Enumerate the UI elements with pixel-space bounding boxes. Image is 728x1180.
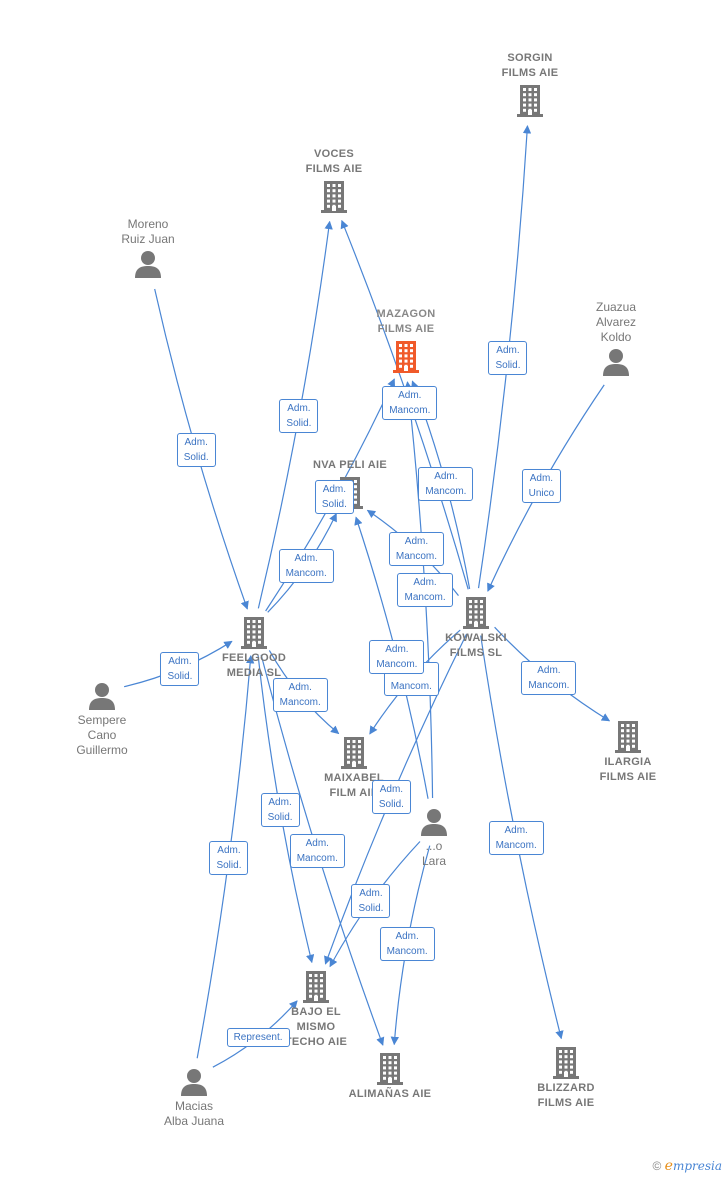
- brand-name: mpresia: [672, 1159, 722, 1173]
- node-alimanas[interactable]: ALIMAÑAS AIE: [330, 1049, 450, 1102]
- node-mazagon[interactable]: MAZAGON FILMS AIE: [346, 307, 466, 375]
- node-label: NVA PELI AIE: [312, 459, 388, 471]
- edge-label[interactable]: Adm. Solid.: [209, 840, 249, 875]
- node-label: Zuazua Alvarez Koldo: [595, 300, 637, 344]
- node-label: MAZAGON FILMS AIE: [376, 308, 436, 335]
- edge-label[interactable]: Adm. Mancom.: [382, 386, 438, 421]
- person-icon: [181, 1069, 207, 1096]
- node-label: ALIMAÑAS AIE: [348, 1088, 432, 1100]
- node-label: MAIXABEL FILM AIE: [324, 772, 384, 799]
- edge-label[interactable]: Adm. Mancom.: [278, 548, 334, 583]
- building-icon: [463, 597, 489, 629]
- node-sorgin[interactable]: SORGIN FILMS AIE: [470, 51, 590, 119]
- edge-label[interactable]: Adm. Mancom.: [388, 532, 445, 567]
- node-macias[interactable]: Macias Alba Juana: [134, 1065, 254, 1129]
- node-label: VOCES FILMS AIE: [305, 148, 363, 175]
- node-label: BAJO EL MISMO TECHO AIE: [284, 1006, 348, 1048]
- copyright-symbol: ©: [652, 1159, 662, 1173]
- node-label: Sempere Cano Guillermo: [76, 713, 128, 757]
- node-label: BLIZZARD FILMS AIE: [537, 1082, 595, 1109]
- edge-label[interactable]: Adm. Solid.: [260, 792, 300, 827]
- node-zuazua[interactable]: Zuazua Alvarez Koldo: [556, 300, 676, 379]
- building-icon: [615, 721, 641, 753]
- person-icon: [603, 349, 629, 376]
- building-icon: [303, 971, 329, 1003]
- edge-label[interactable]: Adm. Solid.: [351, 884, 391, 919]
- node-kowalski[interactable]: KOWALSKI FILMS SL: [416, 593, 536, 661]
- building-icon: [377, 1053, 403, 1085]
- edge-label[interactable]: Adm. Mancom.: [521, 660, 577, 695]
- edge-label[interactable]: Adm. Mancom.: [397, 572, 453, 607]
- node-sempere[interactable]: Sempere Cano Guillermo: [42, 679, 162, 758]
- node-moreno[interactable]: Moreno Ruiz Juan: [88, 217, 208, 281]
- node-label: KOWALSKI FILMS SL: [445, 632, 507, 659]
- node-label: FEELGOOD MEDIA SL: [221, 652, 287, 679]
- edge-label[interactable]: Adm. Mancom.: [488, 820, 544, 855]
- node-bajo[interactable]: BAJO EL MISMO TECHO AIE: [256, 967, 376, 1050]
- edge-label[interactable]: Adm. Mancom.: [379, 927, 435, 962]
- edge-label[interactable]: Adm. Solid.: [314, 480, 354, 515]
- brand-logo: © empresia: [652, 1158, 722, 1174]
- edge-label[interactable]: Adm. Mancom.: [289, 834, 345, 869]
- node-ilargia[interactable]: ILARGIA FILMS AIE: [568, 717, 688, 785]
- node-label: ...o Lara: [421, 839, 447, 868]
- node-feelgood[interactable]: FEELGOOD MEDIA SL: [194, 613, 314, 681]
- edge-label[interactable]: Adm. Mancom.: [272, 678, 328, 713]
- building-icon: [393, 341, 419, 373]
- edge-label[interactable]: Adm. Mancom.: [369, 639, 425, 674]
- node-label: Macias Alba Juana: [163, 1099, 225, 1128]
- edge-label[interactable]: Adm. Mancom.: [418, 466, 474, 501]
- node-voces[interactable]: VOCES FILMS AIE: [274, 147, 394, 215]
- person-icon: [135, 251, 161, 278]
- node-nvapeli[interactable]: NVA PELI AIE: [290, 458, 410, 511]
- edge-label[interactable]: Adm. Unico: [521, 468, 562, 503]
- edge-label[interactable]: Represent.: [226, 1028, 290, 1048]
- node-label: Moreno Ruiz Juan: [121, 217, 175, 246]
- edge-label[interactable]: Adm. Solid.: [176, 433, 216, 468]
- person-icon: [89, 683, 115, 710]
- node-label: SORGIN FILMS AIE: [501, 52, 559, 79]
- person-icon: [421, 809, 447, 836]
- building-icon: [553, 1047, 579, 1079]
- building-icon: [517, 85, 543, 117]
- node-label: ILARGIA FILMS AIE: [599, 756, 657, 783]
- node-maixabel[interactable]: MAIXABEL FILM AIE: [294, 733, 414, 801]
- building-icon: [241, 617, 267, 649]
- building-icon: [341, 737, 367, 769]
- node-lara[interactable]: ...o Lara: [374, 805, 494, 869]
- edge-label[interactable]: Adm. Solid.: [279, 398, 319, 433]
- brand-first-letter: e: [664, 1158, 673, 1174]
- edge-label[interactable]: Adm. Solid.: [160, 651, 200, 686]
- building-icon: [321, 181, 347, 213]
- node-blizzard[interactable]: BLIZZARD FILMS AIE: [506, 1043, 626, 1111]
- edge-label[interactable]: Adm. Solid.: [371, 780, 411, 815]
- edge-label[interactable]: Adm. Solid.: [488, 340, 528, 375]
